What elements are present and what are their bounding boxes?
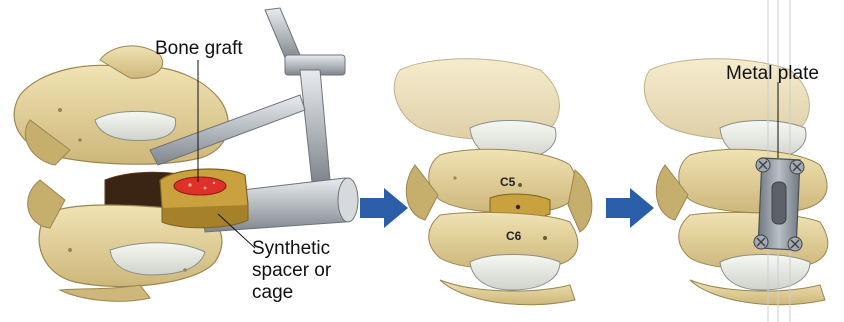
c6-label: C6: [506, 229, 521, 243]
panel-3-spine: [644, 59, 828, 305]
metal-plate-label: Metal plate: [726, 63, 819, 84]
metal-plate: [754, 158, 804, 251]
synthetic-label-line2: spacer or: [252, 260, 331, 281]
arrow-right-icon: [606, 188, 654, 228]
panel-2-spine: [394, 59, 592, 305]
c5-label: C5: [500, 175, 515, 189]
bone-graft: [174, 177, 226, 195]
synthetic-label-line1: Synthetic: [252, 238, 330, 259]
bone-graft-label: Bone graft: [155, 38, 243, 59]
arrow-right-icon: [360, 188, 408, 228]
synthetic-label-line3: cage: [252, 282, 293, 303]
